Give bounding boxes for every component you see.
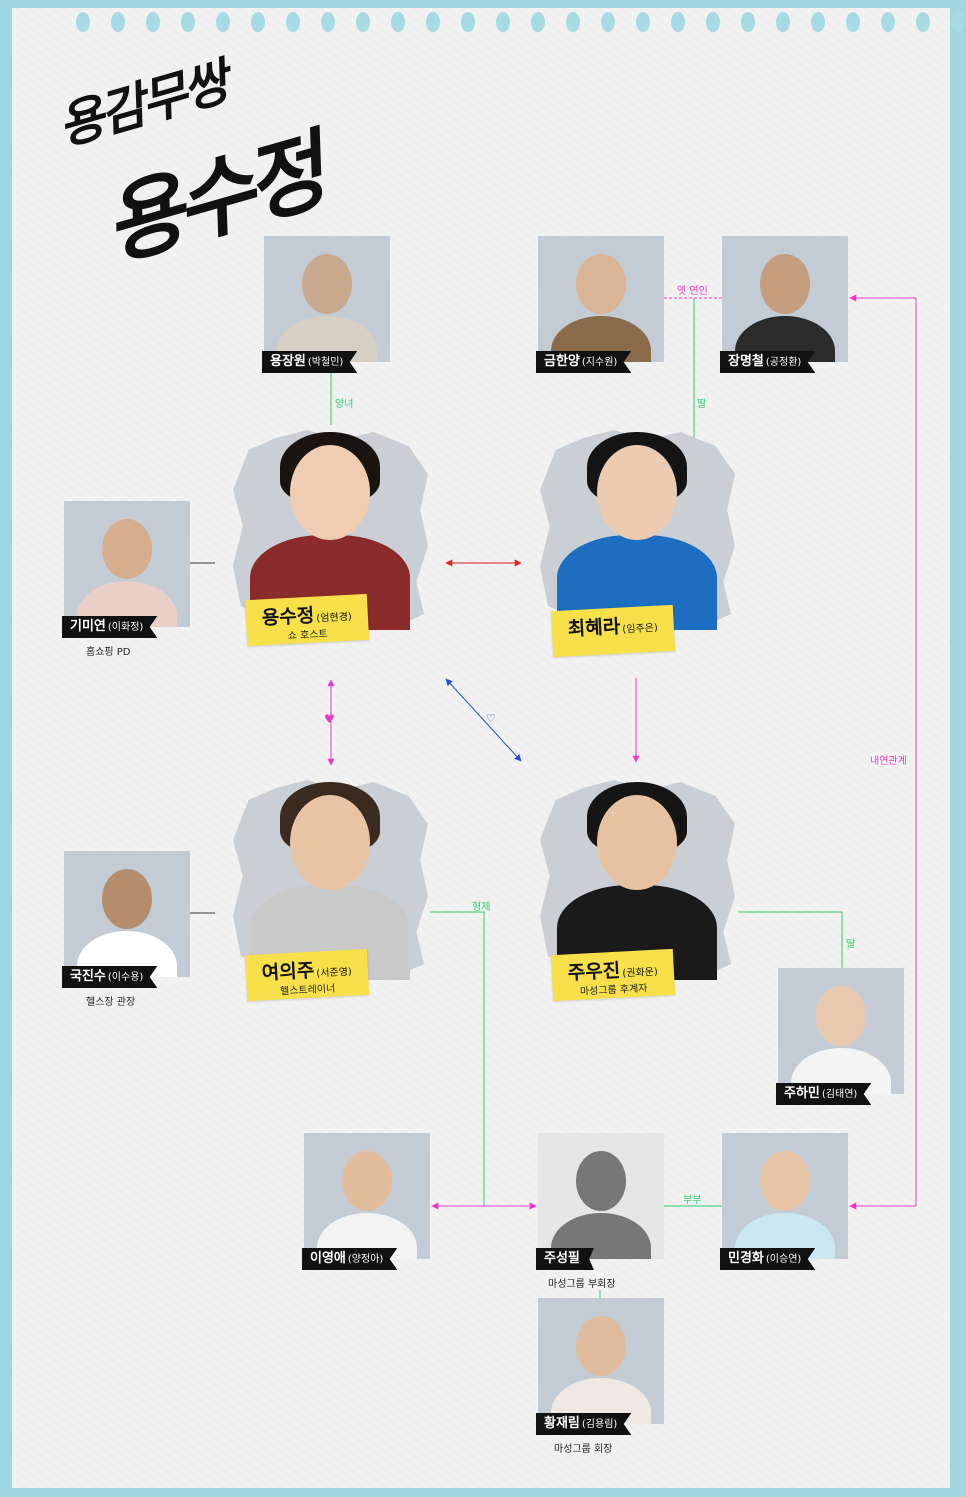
tag-yong-jangwon: 용장원(박철민)	[262, 351, 358, 373]
tag-guk-jinsu: 국진수(이수용)	[62, 966, 158, 988]
binder-hole	[251, 12, 265, 32]
main-yeo-uiju	[228, 770, 433, 990]
role-guk-jinsu: 헬스장 관장	[86, 997, 136, 1008]
binder-hole	[636, 12, 650, 32]
binder-hole	[111, 12, 125, 32]
portrait-lee-yeongae	[304, 1133, 430, 1259]
binder-hole	[461, 12, 475, 32]
nametag-yong-sujeong: 용수정(엄현경) 쇼 호스트	[244, 593, 369, 647]
binder-hole	[426, 12, 440, 32]
main-ju-ujin	[535, 770, 740, 990]
binder-hole	[286, 12, 300, 32]
binder-hole	[391, 12, 405, 32]
portrait-geum-hanyang	[538, 236, 664, 362]
label-spouses: 부부	[683, 1195, 702, 1206]
line-sujeong-ujin	[445, 678, 522, 762]
tag-gi-miyeon: 기미연(이화정)	[62, 616, 158, 638]
tag-geum-hanyang: 금한양(지수원)	[536, 351, 632, 373]
binder-hole	[76, 12, 90, 32]
portrait-ju-hamin	[778, 968, 904, 1094]
tag-min-gyeonghwa: 민경화(이승연)	[720, 1248, 816, 1270]
line-daughter-hamin	[738, 911, 843, 970]
binder-hole	[881, 12, 895, 32]
binder-hole	[601, 12, 615, 32]
tag-jang-myeongcheol: 장명철(공정환)	[720, 351, 816, 373]
portrait-hwang-jaerim	[538, 1298, 664, 1424]
binder-hole	[741, 12, 755, 32]
binder-hole	[356, 12, 370, 32]
tag-ju-hamin: 주하민(김태연)	[776, 1083, 872, 1105]
heart-icon: ♥	[324, 712, 335, 726]
binder-hole	[566, 12, 580, 32]
binder-hole	[671, 12, 685, 32]
nametag-yeo-uiju: 여의주(서준영) 헬스트레이너	[244, 948, 369, 1002]
portrait-jang-myeongcheol	[722, 236, 848, 362]
binder-hole	[811, 12, 825, 32]
portrait-ju-seongpil-silhouette	[538, 1133, 664, 1259]
drama-logo: 용감무쌍 용수정	[51, 53, 335, 279]
portrait-guk-jinsu	[64, 851, 190, 977]
binder-hole	[706, 12, 720, 32]
tag-hwang-jaerim: 황재림(김용림)	[536, 1413, 632, 1435]
role-gi-miyeon: 홈쇼핑 PD	[86, 647, 131, 658]
binder-hole	[216, 12, 230, 32]
portrait-min-gyeonghwa	[722, 1133, 848, 1259]
label-brothers: 형제	[472, 902, 491, 913]
nametag-ju-ujin: 주우진(권화운) 마성그룹 후계자	[550, 948, 675, 1002]
label-adopted-daughter: 양녀	[335, 399, 354, 410]
label-secret-relation: 내연관계	[870, 752, 907, 767]
role-ju-seongpil: 마성그룹 부회장	[548, 1279, 616, 1290]
portrait-yong-jangwon	[264, 236, 390, 362]
label-ex-lover: 옛 연인	[677, 286, 708, 297]
binder-hole	[181, 12, 195, 32]
heart-outline-icon: ♡	[486, 712, 496, 725]
binder-hole	[496, 12, 510, 32]
tag-ju-seongpil: 주성필	[536, 1248, 594, 1270]
label-daughter-hamin: 딸	[846, 939, 856, 950]
role-hwang-jaerim: 마성그룹 회장	[554, 1444, 613, 1455]
binder-hole	[916, 12, 930, 32]
line-brothers	[430, 911, 485, 1206]
tag-lee-yeongae: 이영애(양정아)	[302, 1248, 398, 1270]
nametag-choi-hyera: 최혜라(임주은)	[550, 604, 675, 658]
binder-hole	[321, 12, 335, 32]
binder-hole	[776, 12, 790, 32]
binder-hole	[951, 12, 965, 32]
label-daughter-hyera: 딸	[697, 399, 707, 410]
portrait-gi-miyeon	[64, 501, 190, 627]
binder-hole	[531, 12, 545, 32]
binder-hole	[846, 12, 860, 32]
binder-hole	[146, 12, 160, 32]
